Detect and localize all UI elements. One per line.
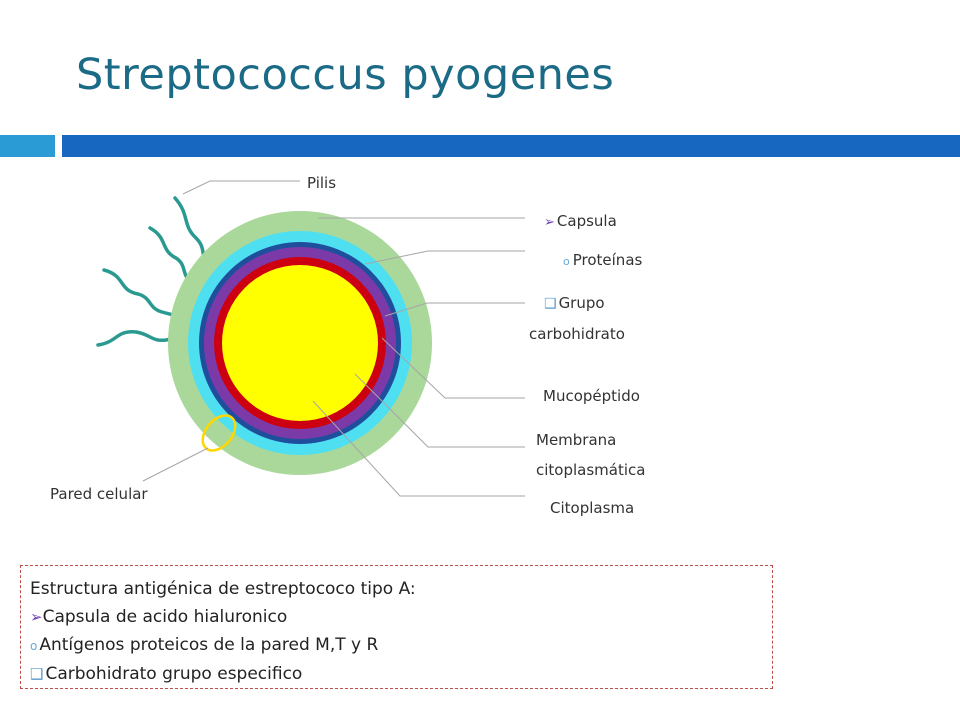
info-item-text: Carbohidrato grupo especifico <box>45 664 303 684</box>
label-grupo-line2: carbohidrato <box>529 325 625 343</box>
box-bullet-icon: ❑ <box>30 665 44 683</box>
label-mucopeptido-text: Mucopéptido <box>543 387 640 405</box>
info-item-text: Capsula de acido hialuronico <box>42 607 288 627</box>
label-membrana-line2: citoplasmática <box>536 461 646 479</box>
arrow-bullet-icon: ➢ <box>30 608 43 626</box>
box-bullet-icon: ❑ <box>544 296 557 312</box>
header-accent-bar-light <box>0 135 55 157</box>
leader-line-citoplasma <box>312 400 525 497</box>
info-item: ❑Carbohidrato grupo especifico <box>30 660 772 688</box>
page-title: Streptococcus pyogenes <box>76 50 615 100</box>
label-membrana: Membrana citoplasmática <box>536 425 645 485</box>
info-heading: Estructura antigénica de estreptococo ti… <box>30 579 416 599</box>
bacterium-diagram <box>96 180 525 497</box>
label-pilis-text: Pilis <box>307 174 337 192</box>
label-capsula: ➢Capsula <box>544 206 617 238</box>
leader-line-proteinas <box>364 250 525 265</box>
arrow-bullet-icon: ➢ <box>544 215 555 230</box>
label-grupo-line1: Grupo <box>558 294 605 312</box>
label-pared-celular-text: Pared celular <box>50 485 148 503</box>
circle-bullet-icon: o <box>30 639 38 653</box>
header-accent-bar-dark <box>62 135 960 157</box>
label-mucopeptido: Mucopéptido <box>543 381 640 411</box>
leader-line-grupo <box>384 302 525 317</box>
label-capsula-text: Capsula <box>556 212 617 230</box>
cell-wall-highlight <box>201 414 237 452</box>
leader-lines <box>142 180 525 497</box>
label-pared-celular: Pared celular <box>50 479 148 509</box>
leader-line-membrana <box>354 373 525 448</box>
antigen-structure-box: Estructura antigénica de estreptococo ti… <box>20 565 773 689</box>
circle-bullet-icon: o <box>563 255 570 268</box>
label-grupo-carbohidrato: ❑Grupo carbohidrato <box>529 288 625 349</box>
label-citoplasma-text: Citoplasma <box>550 499 635 517</box>
leader-line-pilis <box>182 180 300 195</box>
info-item: ➢Capsula de acido hialuronico <box>30 603 772 631</box>
info-item-text: Antígenos proteicos de la pared M,T y R <box>39 635 379 655</box>
label-citoplasma: Citoplasma <box>550 493 634 523</box>
leader-line-pared <box>142 447 209 482</box>
label-membrana-line1: Membrana <box>536 431 617 449</box>
label-proteinas-text: Proteínas <box>572 251 643 269</box>
cytoplasm <box>222 265 378 421</box>
label-pilis: Pilis <box>307 168 336 198</box>
leader-line-mucopeptido <box>381 337 525 399</box>
